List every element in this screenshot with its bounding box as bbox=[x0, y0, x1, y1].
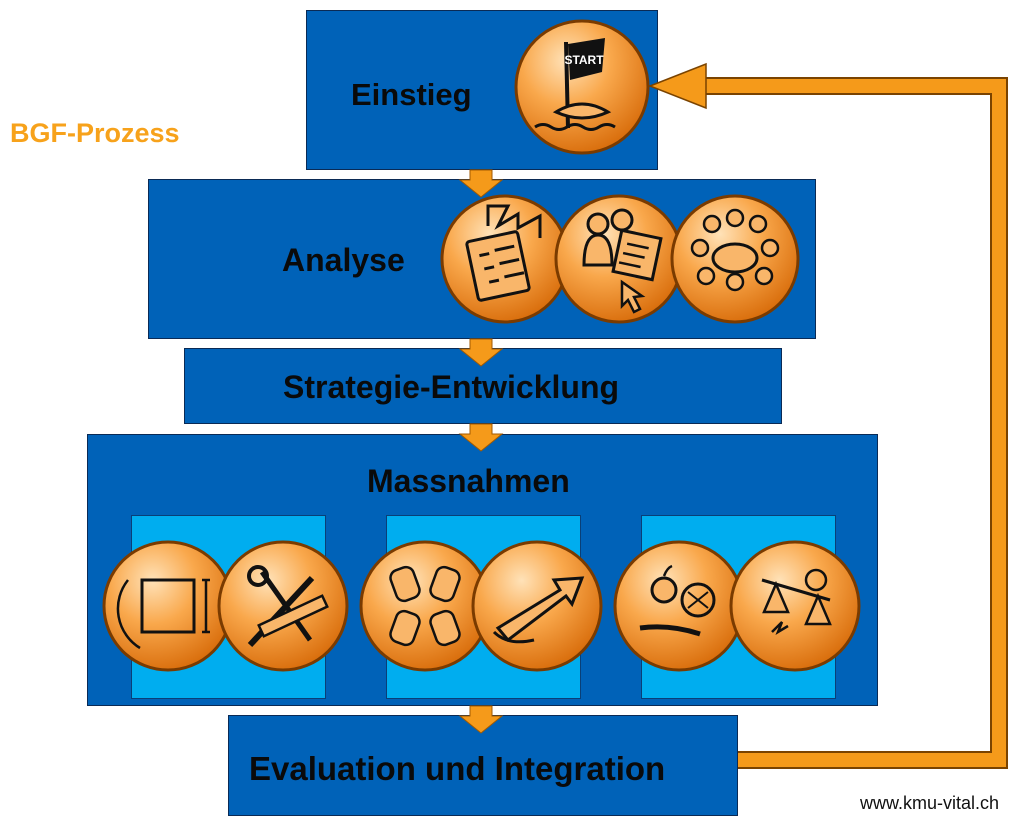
people-survey-icon bbox=[554, 194, 684, 324]
tools-icon bbox=[217, 540, 349, 672]
process-label: BGF-Prozess bbox=[10, 118, 180, 148]
step-analyse-title: Analyse bbox=[282, 242, 405, 278]
nutrition-sport-icon bbox=[613, 540, 745, 672]
growth-arrow-icon bbox=[471, 540, 603, 672]
frame-measurement-icon bbox=[102, 540, 234, 672]
group-meeting-icon bbox=[670, 194, 800, 324]
step-evaluation-title: Evaluation und Integration bbox=[249, 750, 666, 787]
step-einstieg-title: Einstieg bbox=[351, 77, 472, 112]
stress-balance-icon bbox=[729, 540, 861, 672]
start-flag-icon: START bbox=[514, 19, 650, 155]
teamwork-hands-icon bbox=[359, 540, 491, 672]
footer-url: www.kmu-vital.ch bbox=[859, 793, 999, 813]
down-arrow-1 bbox=[458, 169, 504, 198]
down-arrow-3 bbox=[458, 423, 504, 452]
down-arrow-4 bbox=[458, 705, 504, 734]
down-arrow-2 bbox=[458, 338, 504, 367]
step-massnahmen-title: Massnahmen bbox=[367, 463, 570, 499]
factory-checklist-icon bbox=[440, 194, 570, 324]
step-strategie-title: Strategie-Entwicklung bbox=[283, 369, 620, 405]
feedback-loop-arrow bbox=[647, 62, 1008, 769]
start-flag-text: START bbox=[564, 53, 604, 67]
